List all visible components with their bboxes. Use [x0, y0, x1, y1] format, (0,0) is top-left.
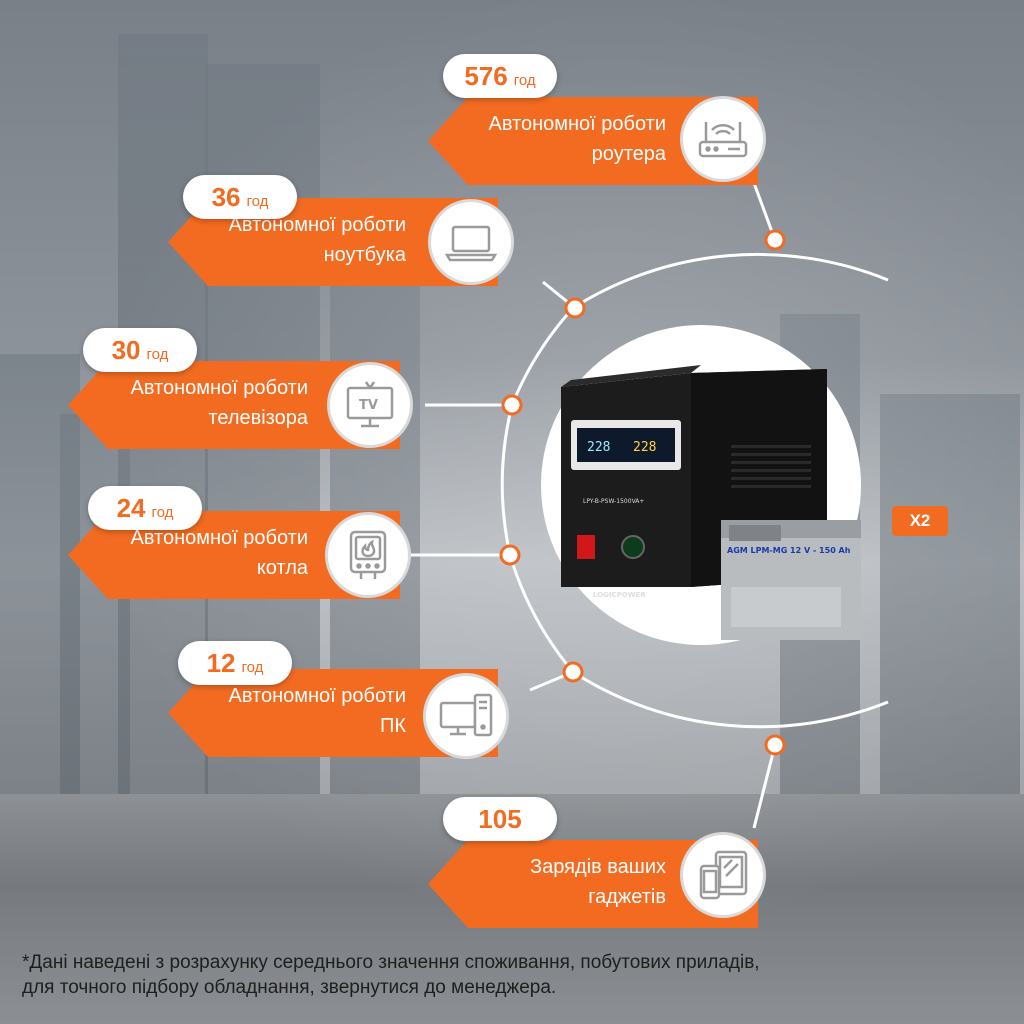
boiler-label-line2: котла [256, 557, 308, 579]
boiler-icon [349, 530, 387, 579]
laptop-icon-circle [428, 199, 514, 285]
laptop-hours-pill: 36 год [183, 175, 297, 219]
pc-hours-value: 12 [206, 648, 236, 678]
tv-label-line1: Автономної роботи [130, 377, 309, 399]
boiler-hours-unit: год [151, 504, 174, 521]
gadgets-icon [699, 850, 748, 900]
pc-hours-unit: год [241, 659, 264, 676]
gadgets-count-pill: 105 [443, 797, 557, 841]
gadgets-count-value: 105 [478, 804, 522, 834]
boiler-hours-pill: 24 год [88, 486, 202, 530]
router-hours-unit: год [513, 72, 536, 89]
gadgets-label-line2: гаджетів [588, 886, 666, 908]
laptop-label-line2: ноутбука [323, 244, 406, 266]
pc-label-line2: ПК [379, 715, 406, 737]
ups-model-label: LPY-B-PSW-1500VA+ [583, 498, 644, 505]
router-icon-circle [680, 96, 766, 182]
footnote-line1: *Дані наведені з розрахунку середнього з… [22, 952, 760, 973]
ups-display-a: 228 [587, 440, 610, 455]
footnote: *Дані наведені з розрахунку середнього з… [22, 950, 1012, 1000]
pc-icon-circle [423, 673, 509, 759]
laptop-hours-unit: год [246, 193, 269, 210]
pc-icon [439, 693, 493, 737]
tv-icon-text: TV [359, 398, 378, 413]
battery-multiplier-badge: X2 [892, 506, 948, 536]
gadgets-icon-circle [680, 832, 766, 918]
router-hours-value: 576 [464, 61, 508, 91]
boiler-hours-value: 24 [116, 493, 146, 523]
tv-hours-unit: год [146, 346, 169, 363]
ups-and-battery-image: 228 228 LPY-B-PSW-1500VA+ LOGICPOWER AGM… [561, 365, 949, 640]
boiler-label-line1: Автономної роботи [130, 527, 309, 549]
ups-brand: LOGICPOWER [593, 591, 646, 599]
product-circle: 228 228 LPY-B-PSW-1500VA+ LOGICPOWER AGM… [541, 325, 949, 645]
tv-label-line2: телевізора [208, 407, 308, 429]
laptop-label-line1: Автономної роботи [228, 214, 407, 236]
tv-hours-value: 30 [111, 335, 141, 365]
building [60, 414, 130, 834]
pc-label-line1: Автономної роботи [228, 685, 407, 707]
router-label-line2: роутера [591, 143, 666, 165]
boiler-icon-circle [325, 512, 411, 598]
battery-model-label: AGM LPM-MG 12 V - 150 Ah [727, 546, 851, 555]
tv-icon: TV [346, 381, 394, 428]
router-hours-pill: 576 год [443, 54, 557, 98]
laptop-hours-value: 36 [211, 182, 241, 212]
ups-display-b: 228 [633, 440, 656, 455]
building [880, 394, 1020, 834]
tv-icon-circle: TV [327, 362, 413, 448]
gadgets-label-line1: Зарядів ваших [530, 856, 666, 878]
pc-hours-pill: 12 год [178, 641, 292, 685]
router-label-line1: Автономної роботи [488, 113, 667, 135]
laptop-icon [444, 225, 498, 262]
tv-hours-pill: 30 год [83, 328, 197, 372]
router-icon [698, 122, 748, 158]
footnote-line2: для точного підбору обладнання, звернути… [22, 977, 557, 998]
